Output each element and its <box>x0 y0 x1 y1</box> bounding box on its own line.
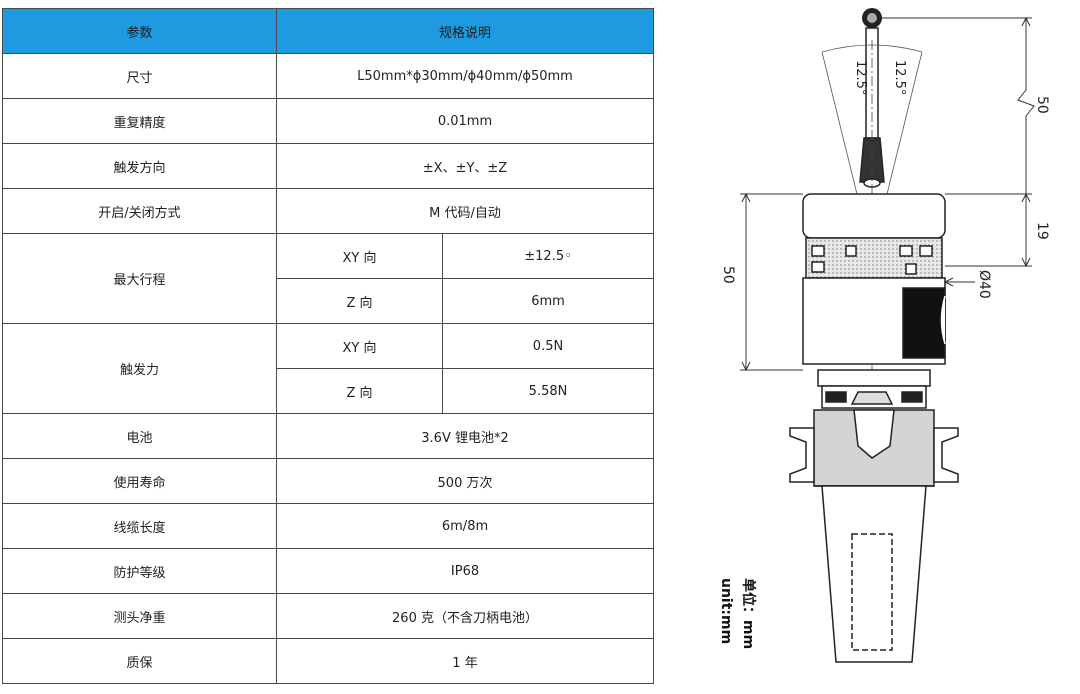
header-spec: 规格说明 <box>275 8 655 54</box>
stylus <box>859 27 885 188</box>
angle-right-label: 12.5° <box>892 60 907 95</box>
table-row: 触发方向 ±X、±Y、±Z <box>2 143 655 189</box>
dim-diameter <box>943 277 975 287</box>
row-label: 使用寿命 <box>2 458 277 504</box>
row-value: ±X、±Y、±Z <box>275 143 655 189</box>
dim-mid <box>945 192 1032 268</box>
table-row: 开启/关闭方式 M 代码/自动 <box>2 188 655 234</box>
table-row: Z 向 5.58N <box>3 368 655 414</box>
dim-top <box>882 16 1035 194</box>
dim-mid-label: 19 <box>1034 222 1050 240</box>
table-header-row: 参数 规格说明 <box>2 8 655 54</box>
row-label: 质保 <box>2 638 277 684</box>
table-row: 最大行程 XY 向 ±12.5◦ <box>2 233 655 324</box>
row-value: M 代码/自动 <box>275 188 655 234</box>
table-row: 重复精度 0.01mm <box>2 98 655 144</box>
row-value: L50mm*ϕ30mm/ϕ40mm/ϕ50mm <box>275 53 655 99</box>
row-label: 重复精度 <box>2 98 277 144</box>
dim-body-label: 50 <box>720 266 736 284</box>
sub-value: 6mm <box>441 278 655 324</box>
tool-holder-taper <box>821 485 927 663</box>
header-param: 参数 <box>2 8 277 54</box>
stylus-ball <box>862 8 882 28</box>
sub-label: Z 向 <box>276 368 443 414</box>
row-value: 0.01mm <box>275 98 655 144</box>
sub-value: ±12.5◦ <box>441 233 655 279</box>
row-value: 6m/8m <box>275 503 655 549</box>
tool-holder-flange <box>789 409 959 487</box>
sub-label: XY 向 <box>276 323 443 369</box>
table-row: 测头净重 260 克（不含刀柄电池） <box>2 593 655 639</box>
dim-body <box>740 192 803 372</box>
dim-diameter-label: Ø40 <box>976 270 992 299</box>
row-value: IP68 <box>275 548 655 594</box>
row-label: 尺寸 <box>2 53 277 99</box>
row-label: 测头净重 <box>2 593 277 639</box>
table-row: 使用寿命 500 万次 <box>2 458 655 504</box>
probe-head <box>802 193 946 365</box>
unit-en-label: unit:mm <box>718 578 734 644</box>
row-value: 3.6V 锂电池*2 <box>275 413 655 459</box>
row-label: 开启/关闭方式 <box>2 188 277 234</box>
row-label: 线缆长度 <box>2 503 277 549</box>
row-label: 触发方向 <box>2 143 277 189</box>
table-row: 防护等级 IP68 <box>2 548 655 594</box>
table-row: 触发力 XY 向 0.5N <box>2 323 655 414</box>
row-label: 电池 <box>2 413 277 459</box>
spec-table: 参数 规格说明 尺寸 L50mm*ϕ30mm/ϕ40mm/ϕ50mm 重复精度 … <box>2 8 655 684</box>
row-value: 500 万次 <box>275 458 655 504</box>
row-value: 1 年 <box>275 638 655 684</box>
table-row: 尺寸 L50mm*ϕ30mm/ϕ40mm/ϕ50mm <box>2 53 655 99</box>
sub-label: Z 向 <box>276 278 443 324</box>
sub-label: XY 向 <box>276 233 443 279</box>
table-row: 线缆长度 6m/8m <box>2 503 655 549</box>
unit-cn-label: 单位：mm <box>740 578 757 649</box>
table-row: 质保 1 年 <box>2 638 655 684</box>
probe-neck <box>817 369 931 409</box>
row-value: 260 克（不含刀柄电池） <box>275 593 655 639</box>
row-label: 最大行程 <box>2 233 277 324</box>
row-label: 防护等级 <box>2 548 277 594</box>
table-row: 电池 3.6V 锂电池*2 <box>2 413 655 459</box>
probe-dimension-drawing: 12.5° 12.5° 50 19 Ø40 <box>718 8 1050 663</box>
row-label: 触发力 <box>2 323 277 414</box>
sub-value: 5.58N <box>441 368 655 414</box>
angle-left-label: 12.5° <box>853 60 868 95</box>
dim-top-label: 50 <box>1034 96 1050 114</box>
sub-value: 0.5N <box>441 323 655 369</box>
table-row: Z 向 6mm <box>3 278 655 324</box>
